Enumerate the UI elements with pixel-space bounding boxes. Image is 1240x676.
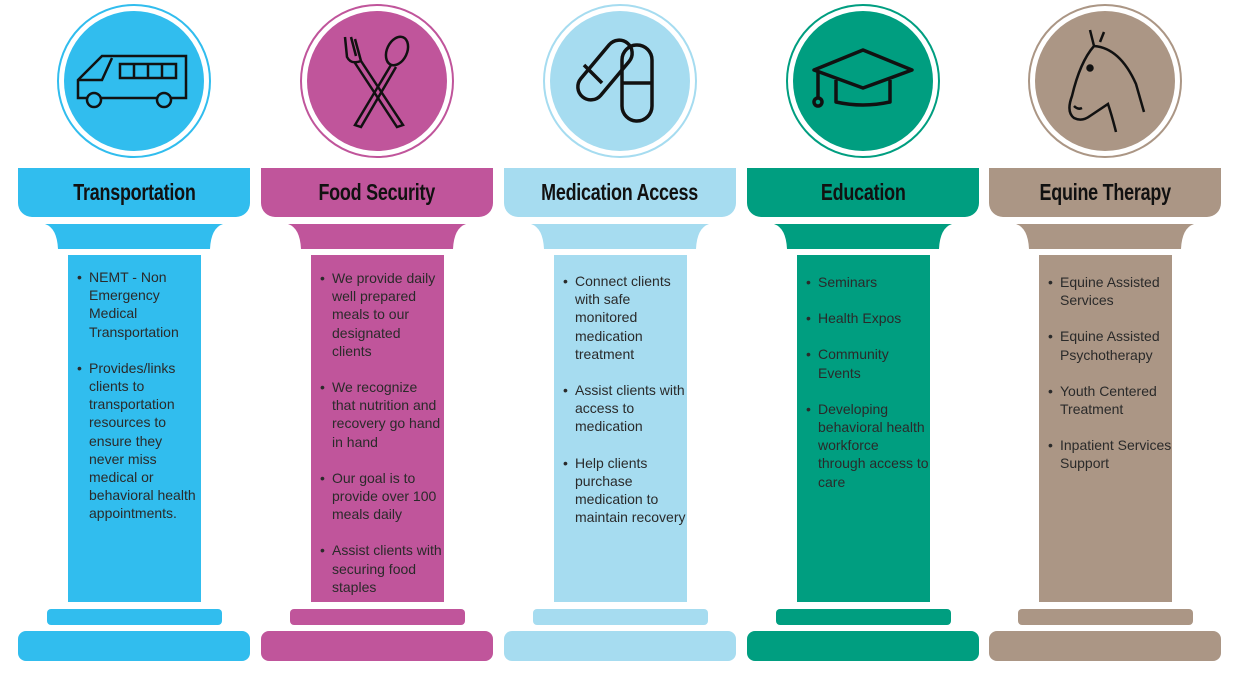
pillar-base [989,631,1221,661]
pillar-capital [531,224,709,249]
list-item: Inpatient Services Support [1048,436,1172,472]
pillar-title: Medication Access [541,179,699,205]
icon-medallion [300,4,454,158]
pillar-list: NEMT - Non Emergency Medical Transportat… [68,268,201,523]
horse-head-icon [1035,11,1175,151]
pillar-base [504,631,736,661]
pillar-shaft: Connect clients with safe monitored medi… [554,255,687,602]
pillar-title: Food Security [318,179,436,205]
pillar-plate [1018,609,1193,625]
pillar-shaft: SeminarsHealth ExposCommunity EventsDeve… [797,255,930,602]
list-item: Health Expos [806,309,930,327]
list-item: Assist clients with securing food staple… [320,541,444,596]
list-item: Seminars [806,273,930,291]
pillar-plate [290,609,465,625]
pillar-capital [1016,224,1194,249]
pillar-list: We provide daily well prepared meals to … [311,269,444,596]
graduation-cap-icon [793,11,933,151]
pillar-capital [288,224,466,249]
pillar-shaft: We provide daily well prepared meals to … [311,255,444,602]
pillar-plate [533,609,708,625]
pillar-header: Food Security [261,168,493,217]
pillar-title: Transportation [72,179,196,205]
fork-spoon-icon [307,11,447,151]
list-item: Connect clients with safe monitored medi… [563,272,687,363]
list-item: Equine Assisted Services [1048,273,1172,309]
van-icon [64,11,204,151]
list-item: Assist clients with access to medication [563,381,687,436]
pillar-header: Medication Access [504,168,736,217]
list-item: Help clients purchase medication to main… [563,454,687,527]
list-item: Our goal is to provide over 100 meals da… [320,469,444,524]
pills-icon [550,11,690,151]
pillar-plate [776,609,951,625]
pillar-list: Equine Assisted ServicesEquine Assisted … [1039,273,1172,473]
pillar-base [747,631,979,661]
pillar-base [261,631,493,661]
pillar-base [18,631,250,661]
pillar-shaft: Equine Assisted ServicesEquine Assisted … [1039,255,1172,602]
pillar-title: Education [820,179,906,205]
icon-medallion [786,4,940,158]
pillar-food-security: Food Security We provide daily well prep… [261,0,493,676]
list-item: We recognize that nutrition and recovery… [320,378,444,451]
pillar-header: Education [747,168,979,217]
pillar-header: Transportation [18,168,250,217]
pillar-list: Connect clients with safe monitored medi… [554,272,687,526]
list-item: Developing behavioral health workforce t… [806,400,930,491]
pillar-equine-therapy: Equine Therapy Equine Assisted ServicesE… [989,0,1221,676]
icon-medallion [57,4,211,158]
pillar-shaft: NEMT - Non Emergency Medical Transportat… [68,255,201,602]
pillar-list: SeminarsHealth ExposCommunity EventsDeve… [797,273,930,491]
list-item: Equine Assisted Psychotherapy [1048,327,1172,363]
icon-medallion [543,4,697,158]
pillar-plate [47,609,222,625]
list-item: Youth Centered Treatment [1048,382,1172,418]
pillar-medication-access: Medication Access Connect clients with s… [504,0,736,676]
list-item: Community Events [806,345,930,381]
pillar-header: Equine Therapy [989,168,1221,217]
pillar-capital [45,224,223,249]
pillar-transportation: Transportation NEMT - Non Emergency Medi… [18,0,250,676]
list-item: We provide daily well prepared meals to … [320,269,444,360]
pillar-title: Equine Therapy [1039,179,1171,205]
icon-medallion [1028,4,1182,158]
pillar-education: Education SeminarsHealth ExposCommunity … [747,0,979,676]
list-item: Provides/links clients to transportation… [77,359,201,523]
pillar-capital [774,224,952,249]
list-item: NEMT - Non Emergency Medical Transportat… [77,268,201,341]
